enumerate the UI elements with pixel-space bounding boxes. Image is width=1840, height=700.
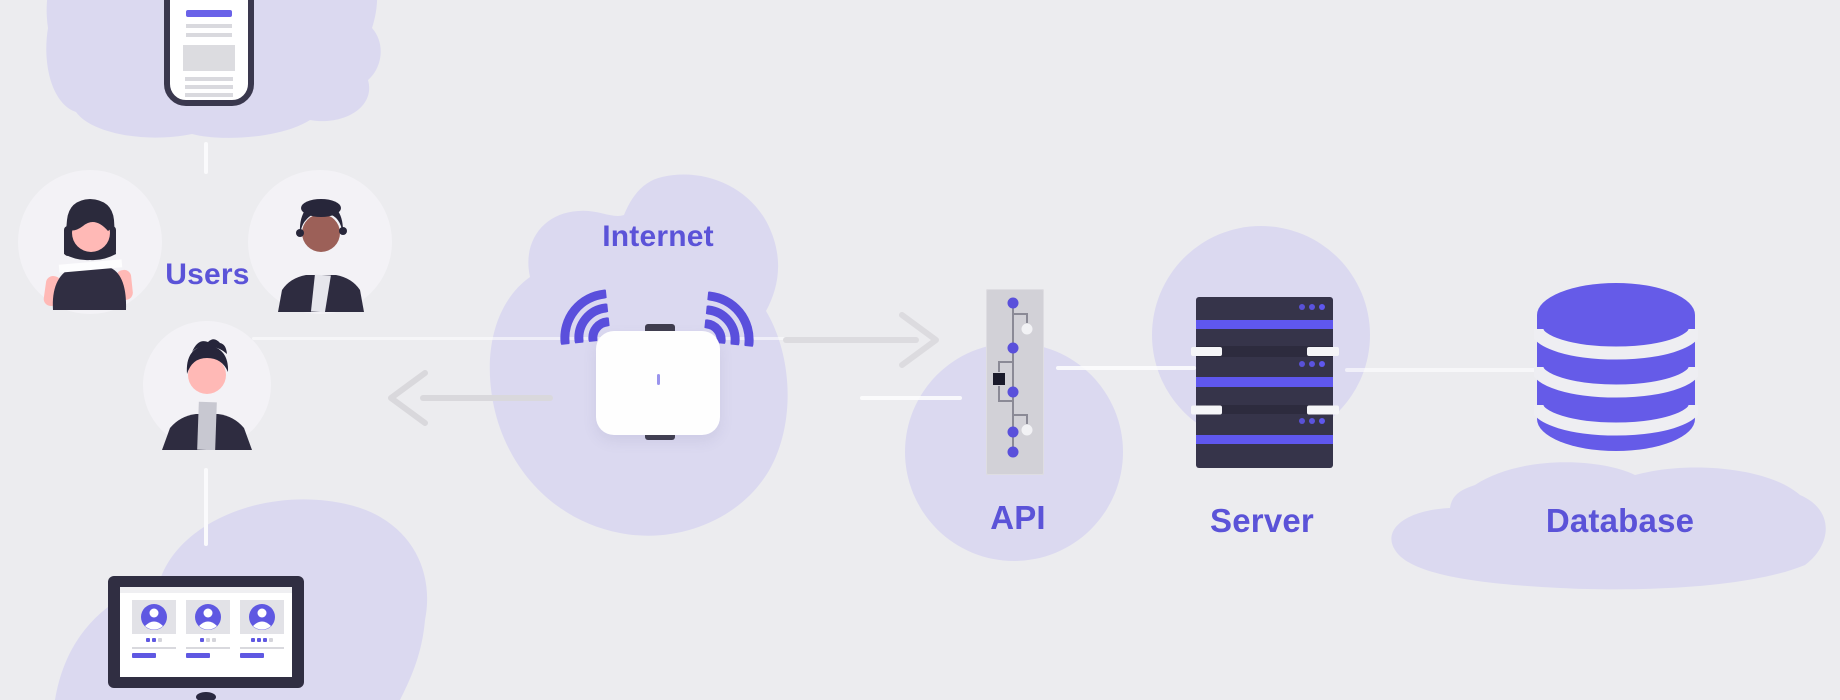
user-card	[186, 600, 230, 658]
api-label: API	[990, 499, 1046, 536]
user-avatar-female-icon	[43, 199, 133, 310]
monitor-icon	[108, 576, 304, 688]
users-label: Users	[165, 258, 250, 291]
smartphone-icon	[164, 0, 254, 106]
database-label: Database	[1545, 502, 1695, 539]
router-led	[657, 374, 660, 385]
database-icon	[1534, 283, 1698, 451]
monitor-stand	[196, 692, 216, 700]
database-puddle-blob	[1391, 462, 1826, 590]
server-label: Server	[1210, 502, 1314, 539]
server-rack-icon	[1191, 297, 1339, 468]
wifi-left-icon	[560, 289, 612, 347]
user-avatar-male-icon	[278, 199, 364, 313]
arrow-right-icon	[783, 312, 939, 368]
router-top-port	[645, 324, 675, 334]
user-card	[132, 600, 176, 658]
api-to-server-line	[1056, 366, 1196, 370]
cloud-to-users-line	[204, 142, 208, 174]
router-bottom-port	[645, 430, 675, 440]
avatar-to-monitor-line	[204, 468, 208, 546]
api-pipeline-icon	[986, 289, 1044, 475]
api-left-line	[860, 396, 962, 400]
user-card	[240, 600, 284, 658]
users-to-internet-line	[252, 337, 800, 340]
monitor-screen	[120, 587, 292, 677]
arrow-left-icon	[388, 370, 553, 426]
wifi-right-icon	[702, 291, 754, 349]
server-to-database-line	[1345, 368, 1538, 372]
user-avatar-male2-icon	[162, 339, 252, 450]
internet-label: Internet	[602, 220, 714, 253]
